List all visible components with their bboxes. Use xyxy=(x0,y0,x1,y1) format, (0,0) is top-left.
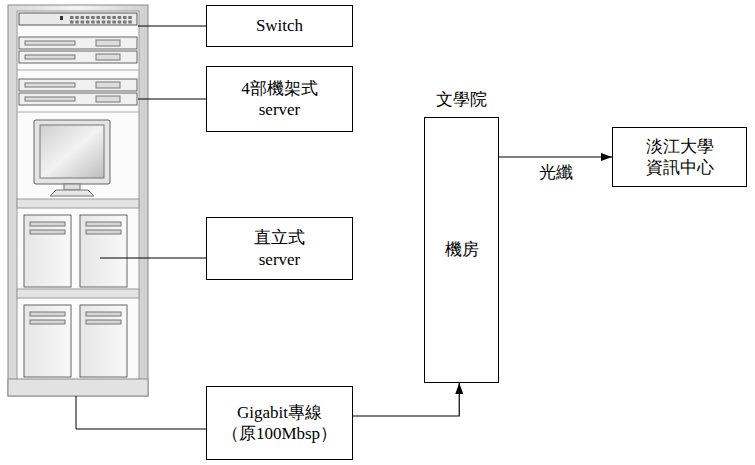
callout-box: 直立式 server xyxy=(206,217,353,280)
box-text: Switch xyxy=(256,15,303,36)
room-box: 文學院機房 xyxy=(424,117,499,383)
box-text: 淡江大學 資訊中心 xyxy=(646,136,714,179)
box-text: 直立式 server xyxy=(254,227,305,270)
callout-box: 4部機架式 server xyxy=(206,66,353,132)
building-label: 文學院 xyxy=(436,89,487,110)
link-box: Gigabit專線 （原100Mbsp） xyxy=(206,386,353,460)
box-text: Gigabit專線 （原100Mbsp） xyxy=(222,402,337,445)
box-text: 機房 xyxy=(445,239,479,260)
connector-arrow xyxy=(499,156,612,157)
callout-box: Switch xyxy=(206,5,353,47)
box-text: 4部機架式 server xyxy=(241,78,318,121)
connector-arrow xyxy=(353,383,459,416)
edge-label: 光纖 xyxy=(537,163,575,183)
center-box: 淡江大學 資訊中心 xyxy=(612,127,747,187)
